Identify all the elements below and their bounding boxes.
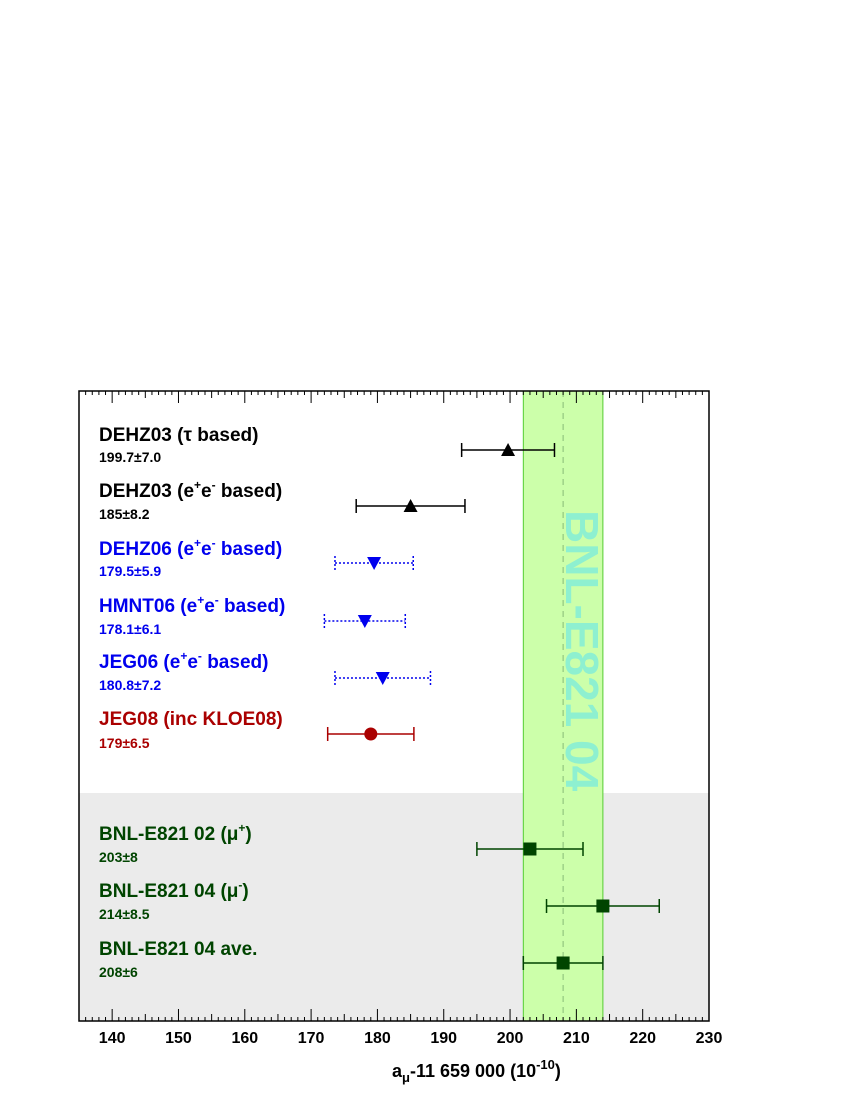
entry-value-label: 185±8.2 <box>99 506 150 522</box>
entry-value-label: 178.1±6.1 <box>99 621 161 637</box>
entry-label-part: BNL-E821 04 ( <box>99 881 227 902</box>
entry-label-part: - <box>212 478 216 492</box>
entry-label: HMNT06 (e+e- based) <box>99 593 285 617</box>
entry-label-part: DEHZ03 (e <box>99 481 194 502</box>
x-tick-label: 200 <box>497 1030 524 1047</box>
entry-value-label: 179.5±5.9 <box>99 563 161 579</box>
x-tick-label: 170 <box>298 1030 325 1047</box>
entry-label-part: + <box>194 536 201 550</box>
entry-row: BNL-E821 04 ave. 208±6 <box>99 939 604 980</box>
data-point <box>523 842 537 856</box>
x-tick-label: 190 <box>430 1030 457 1047</box>
entry-row: JEG06 (e+e- based) 180.8±7.2 <box>99 649 432 693</box>
entry-row: DEHZ03 (e+e- based) 185±8.2 <box>99 478 466 522</box>
bnl-band: BNL-E821 04 <box>522 390 608 1022</box>
entry-label-part: - <box>198 649 202 663</box>
entry-label-part: based) <box>219 596 286 617</box>
x-axis-label-part: a <box>392 1061 403 1081</box>
entry-label-part: + <box>238 821 245 835</box>
data-point <box>501 443 516 456</box>
entry-label: BNL-E821 04 ave. <box>99 939 257 960</box>
x-tick-label: 160 <box>231 1030 258 1047</box>
entry-label-part: DEHZ03 ( <box>99 425 184 446</box>
entry-label-part: e <box>201 539 212 560</box>
entry-row: JEG08 (inc KLOE08) 179±6.5 <box>99 709 415 751</box>
plot-frame <box>78 390 710 1022</box>
x-axis-label-part: -11 659 000 (10 <box>410 1061 536 1081</box>
entry-label-part: ) <box>245 824 251 845</box>
entry-label: JEG08 (inc KLOE08) <box>99 709 283 730</box>
entry-label-part: + <box>180 649 187 663</box>
entry-label-part: based) <box>216 539 283 560</box>
data-point <box>375 672 390 685</box>
x-axis: 140 150 160 170 180 190 200 210 220 230 <box>78 391 723 1047</box>
entry-value-label: 203±8 <box>99 849 138 865</box>
entry-label-part: e <box>201 481 212 502</box>
entry-label-part: JEG08 (inc KLOE08) <box>99 709 283 730</box>
entry-row: HMNT06 (e+e- based) 178.1±6.1 <box>99 593 407 637</box>
entry-label-part: + <box>197 593 204 607</box>
entry-value-label: 179±6.5 <box>99 735 150 751</box>
data-point <box>403 499 418 512</box>
entry-value-label: 208±6 <box>99 964 138 980</box>
entry-label: JEG06 (e+e- based) <box>99 649 268 673</box>
band-label: BNL-E821 04 <box>556 510 608 792</box>
entry-label-part: - <box>238 878 242 892</box>
entry-label-part: ) <box>242 881 248 902</box>
entry-label-part: - <box>215 593 219 607</box>
entry-label-part: e <box>187 652 198 673</box>
data-point <box>367 557 382 570</box>
entry-label-part: e <box>204 596 215 617</box>
entry-label-part: μ <box>227 881 239 902</box>
entry-label-part: BNL-E821 04 ave. <box>99 939 257 960</box>
entry-label-part: BNL-E821 02 ( <box>99 824 227 845</box>
entry-label: DEHZ03 (e+e- based) <box>99 478 282 502</box>
data-point <box>556 956 570 970</box>
entry-label-part: DEHZ06 (e <box>99 539 194 560</box>
data-point <box>364 727 378 741</box>
entry-label: DEHZ06 (e+e- based) <box>99 536 282 560</box>
entry-label-part: based) <box>202 652 269 673</box>
entry-label-part: + <box>194 478 201 492</box>
x-axis-label-part: ) <box>555 1061 561 1081</box>
entry-label-part: μ <box>227 824 239 845</box>
x-axis-label-part: μ <box>402 1070 410 1085</box>
x-axis-label-part: -10 <box>536 1057 555 1072</box>
entry-label-part: JEG06 (e <box>99 652 180 673</box>
x-tick-label: 140 <box>99 1030 126 1047</box>
entry-row: BNL-E821 02 (μ+) 203±8 <box>99 821 584 865</box>
entry-label: DEHZ03 (τ based) <box>99 425 258 446</box>
entry-label-part: τ <box>183 425 192 446</box>
x-tick-label: 220 <box>629 1030 656 1047</box>
entry-label-part: - <box>212 536 216 550</box>
entry-value-label: 214±8.5 <box>99 906 150 922</box>
entry-label: BNL-E821 04 (μ-) <box>99 878 249 902</box>
entry-row: DEHZ06 (e+e- based) 179.5±5.9 <box>99 536 414 579</box>
x-tick-label: 150 <box>165 1030 192 1047</box>
entry-label: BNL-E821 02 (μ+) <box>99 821 252 845</box>
entry-label-part: HMNT06 (e <box>99 596 197 617</box>
x-tick-label: 210 <box>563 1030 590 1047</box>
entry-value-label: 199.7±7.0 <box>99 449 161 465</box>
x-axis-label: aμ-11 659 000 (10-10) <box>392 1057 561 1085</box>
entry-row: DEHZ03 (τ based) 199.7±7.0 <box>99 425 556 465</box>
entry-row: BNL-E821 04 (μ-) 214±8.5 <box>99 878 661 922</box>
x-tick-label: 230 <box>696 1030 723 1047</box>
entry-label-part: based) <box>216 481 283 502</box>
entry-label-part: based) <box>192 425 259 446</box>
entry-value-label: 180.8±7.2 <box>99 677 161 693</box>
data-point <box>357 615 372 628</box>
data-point <box>596 899 610 913</box>
x-tick-label: 180 <box>364 1030 391 1047</box>
